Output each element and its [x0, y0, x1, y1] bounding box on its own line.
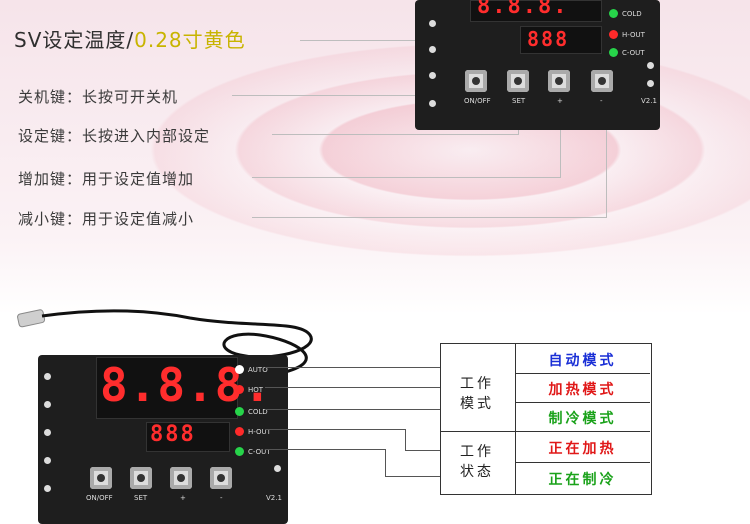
mode-group-box	[440, 343, 517, 433]
display-sv-digits: 888	[527, 27, 570, 51]
status-heating: 正在加热	[548, 441, 617, 457]
mount-hole	[44, 401, 51, 408]
temperature-probe	[17, 309, 313, 374]
mount-hole	[44, 457, 51, 464]
button-label-minus-bottom: -	[220, 494, 223, 502]
button-label-onoff: ON/OFF	[464, 97, 491, 105]
minus-button-bottom[interactable]	[210, 467, 232, 489]
power-button-bottom[interactable]	[90, 467, 112, 489]
row-divider	[515, 462, 650, 463]
display-sv-frame	[520, 26, 602, 54]
led-label-hot: HOT	[248, 386, 264, 394]
mount-hole	[274, 465, 281, 472]
led-connector-hout-2	[405, 450, 440, 451]
version-label-top: V2.1	[641, 97, 657, 105]
row-divider	[515, 402, 650, 403]
led-connector-cout-v	[385, 449, 386, 476]
display-sv-digits-bottom: 888	[150, 422, 196, 447]
connector-set	[272, 134, 518, 135]
led-connector-cout	[265, 449, 385, 450]
key-label-power: 关机键：长按可开关机	[18, 88, 179, 106]
button-label-set: SET	[512, 97, 526, 105]
set-button-bottom[interactable]	[130, 467, 152, 489]
led-label-auto: AUTO	[248, 366, 268, 374]
mode-heat: 加热模式	[548, 382, 617, 398]
led-hot	[235, 385, 244, 394]
led-label-hout: H-OUT	[622, 31, 645, 39]
button-label-plus-bottom: +	[180, 494, 186, 502]
led-connector-auto	[265, 367, 440, 368]
led-label-hout-bottom: H-OUT	[248, 428, 271, 436]
led-connector-cout-2	[385, 476, 440, 477]
minus-button[interactable]	[591, 70, 613, 92]
button-label-minus: -	[600, 97, 603, 105]
led-label-cold-bottom: COLD	[248, 408, 268, 416]
led-connector-hout	[265, 429, 405, 430]
key-label-set: 设定键：长按进入内部设定	[18, 127, 211, 145]
controller-board-bottom: 8.8.8. 888 AUTO HOT COLD H-OUT C-OUT ON/…	[38, 355, 288, 524]
mode-auto: 自动模式	[548, 353, 617, 369]
display-sv-frame-bottom	[146, 422, 230, 452]
mount-hole	[429, 46, 436, 53]
led-green-top	[609, 9, 618, 18]
controller-board-top: 8.8.8. 888 COLD H-OUT C-OUT ON/OFF SET +…	[415, 0, 660, 130]
button-label-onoff-bottom: ON/OFF	[86, 494, 113, 502]
led-label-cout: C-OUT	[622, 49, 645, 57]
plus-button[interactable]	[548, 70, 570, 92]
key-label-plus: 增加键：用于设定值增加	[18, 170, 195, 188]
mode-cool: 制冷模式	[548, 411, 617, 427]
key-label-minus: 减小键：用于设定值减小	[18, 210, 195, 228]
set-button[interactable]	[507, 70, 529, 92]
mode-group-label: 工作模式	[460, 376, 494, 412]
row-divider	[515, 373, 650, 374]
mount-hole	[44, 429, 51, 436]
mode-table	[515, 343, 652, 495]
row-divider	[515, 431, 650, 432]
status-cooling: 正在制冷	[548, 472, 617, 488]
led-red-hout	[609, 30, 618, 39]
mount-hole	[647, 62, 654, 69]
led-connector-cold	[265, 409, 440, 410]
sv-title: SV设定温度/0.28寸黄色	[14, 24, 246, 53]
connector-plus-v	[560, 100, 561, 178]
power-button[interactable]	[465, 70, 487, 92]
mount-hole	[429, 72, 436, 79]
display-top-frame	[470, 0, 602, 22]
mount-hole	[429, 20, 436, 27]
display-top-digits: 8.8.8.	[477, 0, 569, 19]
connector-plus	[252, 177, 560, 178]
sv-title-main: SV设定温度/	[14, 28, 135, 52]
mount-hole	[44, 485, 51, 492]
button-label-plus: +	[557, 97, 563, 105]
connector-minus-v	[606, 100, 607, 218]
led-label-cold: COLD	[622, 10, 642, 18]
led-cold	[235, 407, 244, 416]
led-connector-hout-v	[405, 429, 406, 450]
button-label-set-bottom: SET	[134, 494, 148, 502]
mount-hole	[429, 100, 436, 107]
led-connector-hot	[265, 387, 440, 388]
led-cout	[235, 447, 244, 456]
led-label-cout-bottom: C-OUT	[248, 448, 271, 456]
led-auto	[235, 365, 244, 374]
connector-minus	[252, 217, 606, 218]
mount-hole	[44, 373, 51, 380]
mount-hole	[647, 80, 654, 87]
sv-title-accent: 0.28寸黄色	[134, 28, 246, 52]
title-connector	[300, 40, 418, 41]
status-group-label: 工作状态	[460, 444, 494, 480]
led-green-cout	[609, 48, 618, 57]
led-hout	[235, 427, 244, 436]
plus-button-bottom[interactable]	[170, 467, 192, 489]
display-pv-digits: 8.8.8.	[100, 358, 273, 412]
connector-power	[232, 95, 477, 96]
display-pv-frame	[96, 357, 238, 419]
version-label-bottom: V2.1	[266, 494, 282, 502]
